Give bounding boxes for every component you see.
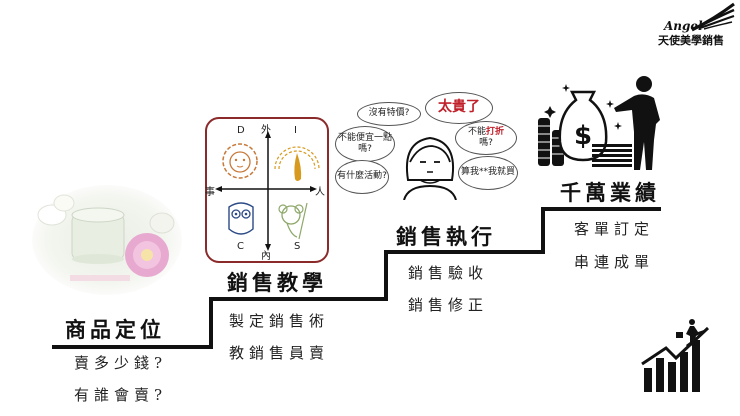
step-title-sales-teaching: 銷售教學 bbox=[227, 271, 327, 295]
stair-riser-2 bbox=[384, 250, 388, 301]
axis-label-left: 事 bbox=[205, 187, 215, 198]
cream-jar-icon bbox=[32, 185, 182, 295]
step-item: 賣多少錢? bbox=[74, 354, 168, 372]
disc-label-d: D bbox=[237, 125, 245, 136]
logo: Angel 天使美學銷售 bbox=[650, 2, 738, 47]
disc-diagram: D I C S 外 內 事 人 bbox=[205, 117, 329, 263]
step-item: 銷售修正 bbox=[408, 296, 489, 314]
stair-tread-1 bbox=[52, 345, 212, 349]
step-item: 有誰會賣? bbox=[74, 386, 168, 404]
logo-subtitle: 天使美學銷售 bbox=[658, 34, 724, 47]
lion-icon bbox=[222, 143, 258, 179]
customer-objections: 沒有特價? 太貴了 不能便宜一點嗎? 不能打折嗎? 有什麼活動? 算我**我就買 bbox=[330, 92, 530, 202]
highlight-word: 打折 bbox=[486, 126, 505, 137]
step-item: 串連成單 bbox=[574, 253, 655, 271]
koala-icon bbox=[278, 202, 308, 240]
stair-riser-1 bbox=[209, 297, 213, 349]
axis-label-top: 外 bbox=[261, 125, 271, 136]
wing-icon bbox=[691, 2, 735, 32]
growth-chart-icon bbox=[641, 319, 710, 392]
stair-tread-2 bbox=[209, 297, 387, 301]
speech-bubble: 算我**我就買 bbox=[458, 156, 518, 190]
woman-face-icon bbox=[403, 136, 457, 200]
svg-text:$: $ bbox=[574, 121, 592, 151]
disc-label-i: I bbox=[294, 125, 297, 136]
money-success-icon: $ bbox=[538, 76, 660, 170]
speech-bubble: 沒有特價? bbox=[357, 102, 421, 126]
speech-bubble: 不能打折嗎? bbox=[455, 121, 517, 155]
speech-bubble: 有什麼活動? bbox=[335, 160, 389, 194]
owl-icon bbox=[228, 202, 254, 235]
step-title-ten-million-performance: 千萬業績 bbox=[560, 181, 660, 205]
stair-tread-4 bbox=[541, 207, 661, 211]
step-item: 銷售驗收 bbox=[408, 264, 489, 282]
logo-brand: Angel bbox=[664, 19, 703, 33]
disc-axes bbox=[215, 131, 320, 251]
step-item: 製定銷售術 bbox=[229, 312, 330, 330]
step-title-product-positioning: 商品定位 bbox=[65, 318, 165, 342]
axis-label-right: 人 bbox=[315, 187, 325, 198]
stair-tread-3 bbox=[384, 250, 544, 254]
step-item: 客單訂定 bbox=[574, 220, 655, 238]
speech-bubble-too-expensive: 太貴了 bbox=[425, 92, 493, 124]
stair-riser-3 bbox=[541, 207, 545, 254]
disc-label-s: S bbox=[294, 241, 301, 252]
product-image bbox=[32, 185, 182, 295]
step-item: 教銷售員賣 bbox=[229, 344, 330, 362]
step-title-sales-execution: 銷售執行 bbox=[396, 225, 496, 249]
peacock-icon bbox=[274, 146, 320, 181]
axis-label-bottom: 內 bbox=[261, 251, 271, 262]
speech-bubble: 不能便宜一點嗎? bbox=[335, 126, 395, 162]
disc-label-c: C bbox=[237, 241, 244, 252]
